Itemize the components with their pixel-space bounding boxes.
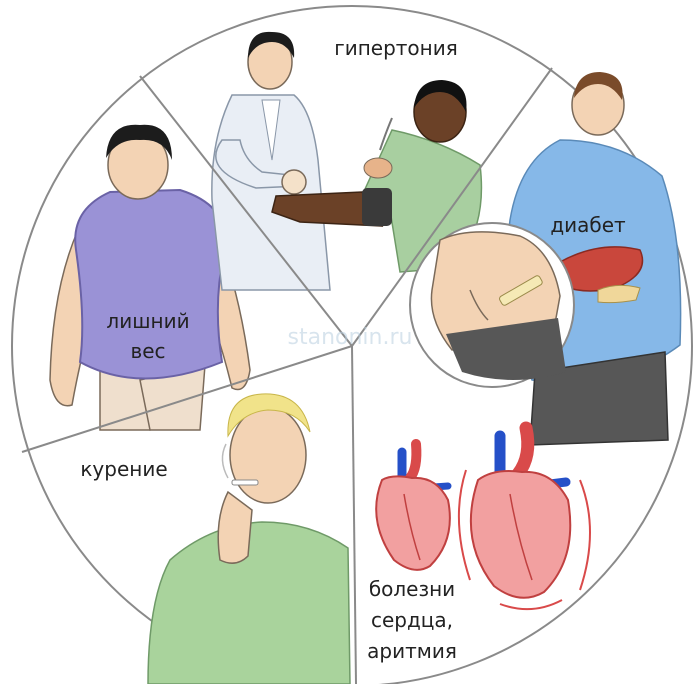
label-overweight-line1: лишний <box>106 309 189 333</box>
label-hypertension: гипертония <box>334 36 458 60</box>
label-overweight-line2: вес <box>130 339 165 363</box>
label-heart-line2: сердца, <box>371 608 453 632</box>
label-heart-line3: аритмия <box>367 639 457 663</box>
label-smoking: курение <box>80 457 167 481</box>
label-diabetes: диабет <box>550 213 626 237</box>
label-heart-line1: болезни <box>369 577 455 601</box>
watermark: stanonin.ru <box>288 325 413 350</box>
